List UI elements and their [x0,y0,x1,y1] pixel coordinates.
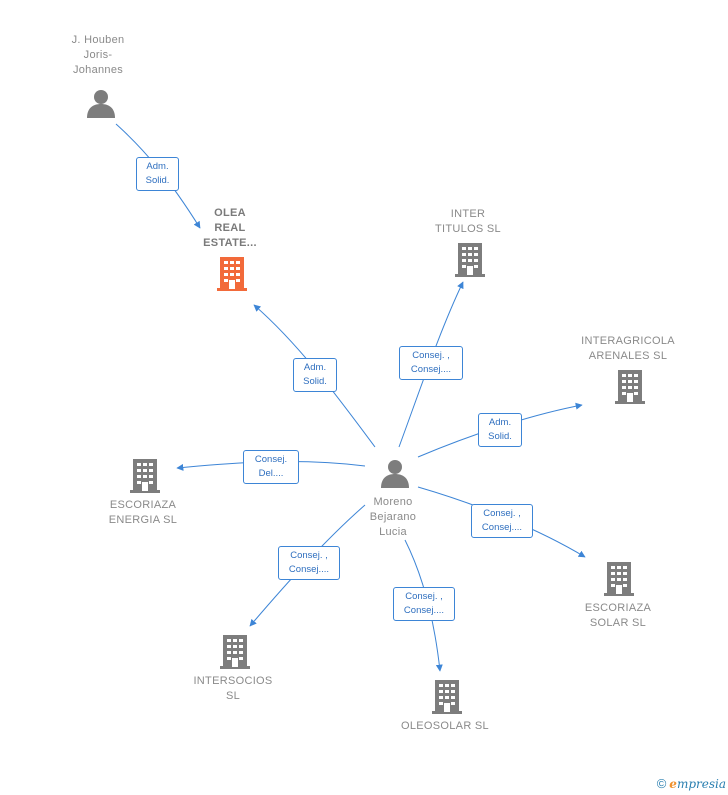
brand-logo-initial: e [669,776,677,791]
brand-logo-text: mpresia [676,776,726,791]
edge-label-moreno-olea: Adm. Solid. [293,358,337,392]
building-icon[interactable] [220,635,250,669]
edge-label-houben-olea: Adm. Solid. [136,157,179,191]
building-icon[interactable] [455,243,485,277]
building-icon[interactable] [604,562,634,596]
node-label-intersocios[interactable]: INTERSOCIOS SL [193,675,273,702]
edge-label-moreno-intersocios: Consej. , Consej.... [278,546,340,580]
node-label-escoriaza-energia[interactable]: ESCORIAZA ENERGIA SL [108,499,178,526]
building-icon[interactable] [130,459,160,493]
edge-label-moreno-escoriaza-energia: Consej. Del.... [243,450,299,484]
node-label-escoriaza-solar[interactable]: ESCORIAZA SOLAR SL [584,602,652,629]
edge-label-moreno-escoriaza-solar: Consej. , Consej.... [471,504,533,538]
brand-footer: © empresia [657,776,726,791]
node-label-moreno[interactable]: Moreno Bejarano Lucia [369,496,417,538]
edge-label-moreno-inter-titulos: Consej. , Consej.... [399,346,463,380]
person-icon[interactable] [381,460,409,488]
node-label-inter-titulos[interactable]: INTER TITULOS SL [435,208,501,235]
edge-label-moreno-interagricola: Adm. Solid. [478,413,522,447]
person-icon[interactable] [87,90,115,118]
edge-label-moreno-oleosolar: Consej. , Consej.... [393,587,455,621]
node-label-olea[interactable]: OLEA REAL ESTATE... [203,207,257,249]
node-label-interagricola[interactable]: INTERAGRICOLA ARENALES SL [581,335,675,362]
node-label-houben[interactable]: J. Houben Joris- Johannes [71,34,125,76]
building-icon[interactable] [615,370,645,404]
copyright-symbol: © [656,776,667,791]
building-icon[interactable] [217,257,247,291]
node-label-oleosolar[interactable]: OLEOSOLAR SL [401,720,489,732]
building-icon[interactable] [432,680,462,714]
